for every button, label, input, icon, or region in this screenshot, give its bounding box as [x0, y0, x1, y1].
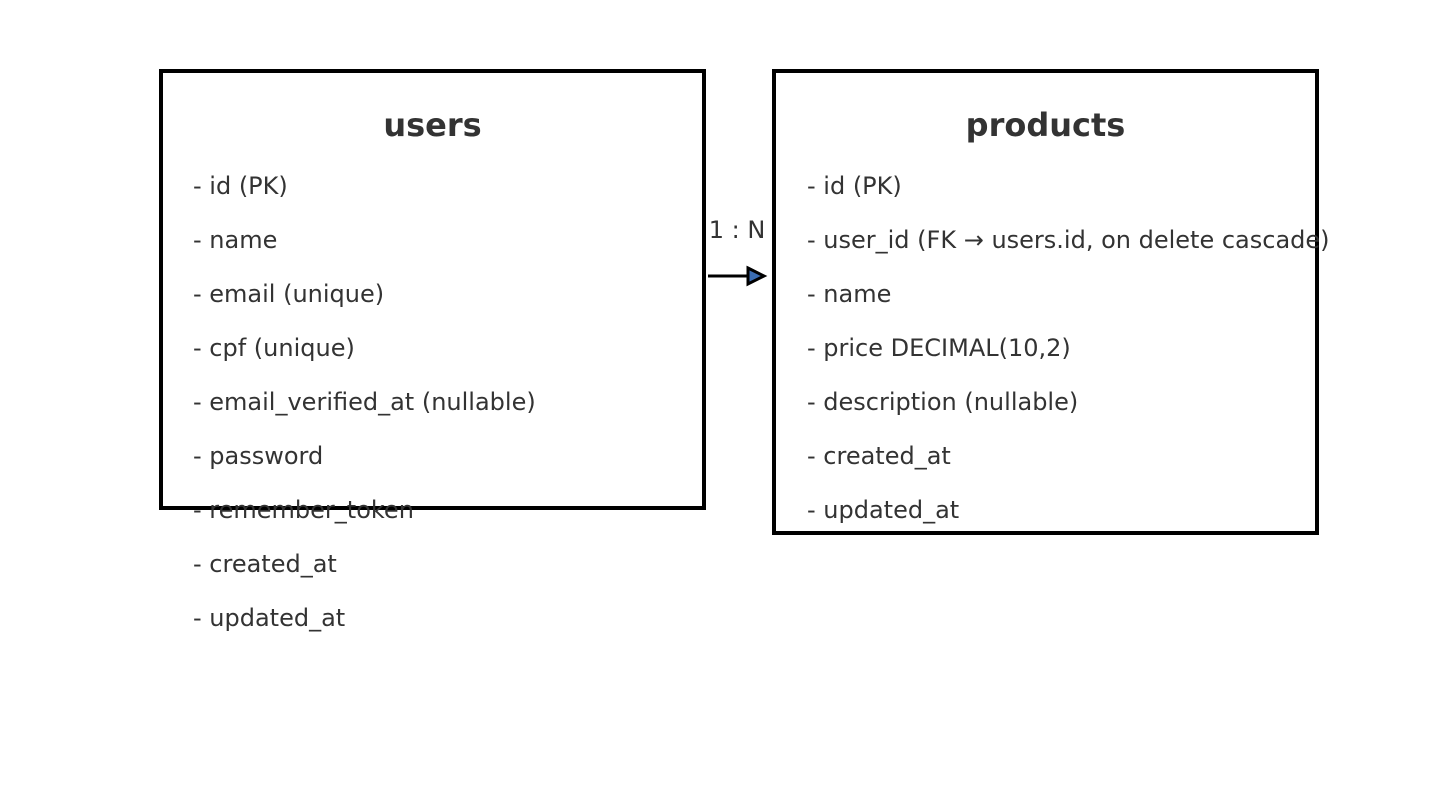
users-entity-title: users: [383, 106, 482, 144]
products-field-description: - description (nullable): [807, 388, 1079, 416]
products-field-price: - price DECIMAL(10,2): [807, 334, 1071, 362]
products-entity-title: products: [965, 106, 1126, 144]
users-field-list: - id (PK) - name - email (unique) - cpf …: [193, 168, 536, 654]
users-field-created-at: - created_at: [193, 550, 337, 578]
users-field-email-verified-at: - email_verified_at (nullable): [193, 388, 536, 416]
products-field-user-id: - user_id (FK → users.id, on delete casc…: [807, 226, 1330, 254]
relation-label: 1 : N: [708, 216, 766, 244]
users-field-name: - name: [193, 226, 278, 254]
users-field-remember-token: - remember_token: [193, 496, 414, 524]
users-field-id: - id (PK): [193, 172, 288, 200]
users-field-cpf: - cpf (unique): [193, 334, 355, 362]
products-field-list: - id (PK) - user_id (FK → users.id, on d…: [807, 168, 1330, 546]
products-field-created-at: - created_at: [807, 442, 951, 470]
products-field-updated-at: - updated_at: [807, 496, 960, 524]
relation-arrow-head: [746, 265, 768, 287]
products-field-name: - name: [807, 280, 892, 308]
products-field-id: - id (PK): [807, 172, 902, 200]
relation-arrow: [708, 265, 768, 287]
users-field-password: - password: [193, 442, 324, 470]
products-entity-box: [772, 69, 1319, 535]
users-field-updated-at: - updated_at: [193, 604, 346, 632]
users-entity-box: [159, 69, 706, 510]
users-field-email: - email (unique): [193, 280, 385, 308]
